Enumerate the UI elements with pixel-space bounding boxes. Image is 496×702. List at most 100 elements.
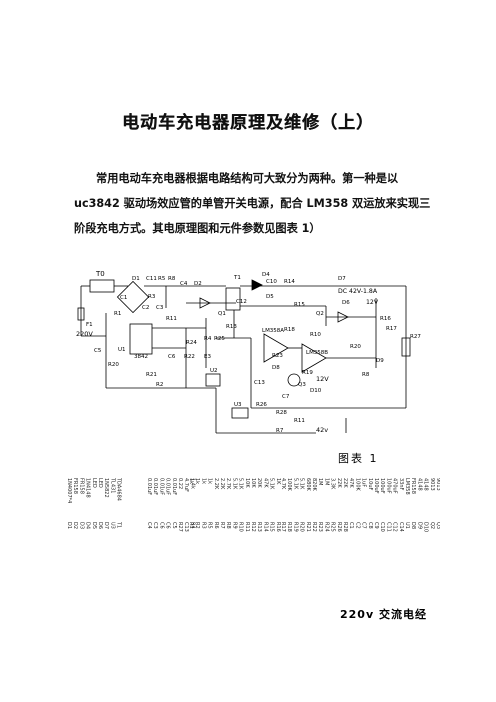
bom-rows-cell: 5.1K bbox=[299, 478, 305, 490]
bom-cols-cell: D9 bbox=[416, 522, 422, 529]
bom-rows-cell: 33nF bbox=[398, 478, 404, 491]
paragraph-line-1: 常用电动车充电器根据电路结构可大致分为两种。第一种是以 bbox=[96, 172, 399, 185]
bom-rows-cell: 1k bbox=[200, 478, 206, 484]
bom-rows-cell: 1k bbox=[188, 478, 194, 484]
bom-cols-cell: C4 bbox=[146, 522, 152, 529]
lbl-220v: 220V bbox=[76, 330, 93, 338]
lbl-r8b: R8 bbox=[362, 372, 370, 378]
bom-rows-cell: 2.7K bbox=[225, 478, 231, 490]
lbl-r17: R17 bbox=[386, 326, 397, 332]
bom-cols-cell: D10 bbox=[423, 522, 429, 532]
bom-cols-cell: R8 bbox=[225, 522, 231, 529]
bom-rows-cell: 1M bbox=[323, 478, 329, 486]
bom-cols-cell: D6 bbox=[97, 522, 103, 529]
lm358a-opamp bbox=[263, 333, 289, 363]
lm358b-opamp bbox=[301, 343, 327, 373]
lbl-c2: C2 bbox=[142, 305, 149, 311]
bom-rows-cell: 1k bbox=[194, 478, 200, 484]
bom-rows-cell: 0.01uF bbox=[158, 478, 164, 495]
bom-rows-cell: 100uF bbox=[385, 478, 391, 494]
bom-rows-cell: 100K bbox=[354, 478, 360, 492]
bom-rows-cell: 1K bbox=[275, 478, 281, 485]
lbl-c10: C10 bbox=[266, 279, 277, 285]
bom-cols-cell: R21 bbox=[305, 522, 311, 532]
lbl-e3: E3 bbox=[204, 354, 211, 360]
bridge-rectifier-d1 bbox=[116, 280, 150, 314]
lbl-u2: U2 bbox=[210, 368, 218, 374]
bom-rows-cell: 4.7uF bbox=[183, 478, 189, 492]
lbl-r14: R14 bbox=[284, 279, 295, 285]
bom-cols-cell: R5 bbox=[207, 522, 213, 529]
resistor-r27 bbox=[401, 337, 411, 357]
bom-rows-cell: 1k bbox=[207, 478, 213, 484]
lbl-q3: Q3 bbox=[298, 382, 306, 388]
bom-cols-cell: C13 bbox=[183, 522, 189, 532]
lbl-d4: D4 bbox=[262, 272, 270, 278]
figure-caption: 图表 1 bbox=[338, 452, 379, 465]
charger-schematic: T0 F1 220V D1 C1 C11 R5 R8 C4 D2 T1 D4 C… bbox=[76, 270, 421, 434]
bom-cols-cell: C5 bbox=[171, 522, 177, 529]
bom-rows-cell: TL431 bbox=[109, 478, 115, 493]
paragraph-line-3: 阶段充电方式。其电原理图和元件参数见图表 1） bbox=[74, 222, 321, 235]
bom-cols-cell: R24 bbox=[323, 522, 329, 532]
bom-cols-cell: R17 bbox=[280, 522, 286, 532]
bom-rows-cell: 100K bbox=[286, 478, 292, 492]
bom-cols-cell: C14 bbox=[398, 522, 404, 532]
lbl-c3: C3 bbox=[156, 305, 164, 311]
transformer-t1 bbox=[225, 287, 241, 311]
lbl-c7: C7 bbox=[282, 394, 290, 400]
lbl-r18: R18 bbox=[284, 327, 295, 333]
bom-cols-cell: R22 bbox=[311, 522, 317, 532]
lbl-u3: U3 bbox=[234, 402, 242, 408]
bom-rows-cell: 10uF bbox=[367, 478, 373, 491]
lbl-d6: D6 bbox=[342, 300, 350, 306]
lbl-f1: F1 bbox=[86, 322, 93, 328]
lbl-lm358a: LM358A bbox=[262, 328, 284, 334]
lbl-r11b: R11 bbox=[294, 418, 305, 424]
bom-cols-cell: Q2 bbox=[429, 522, 435, 529]
lbl-r11: R11 bbox=[166, 316, 177, 322]
bom-cols-cell: U3 bbox=[109, 522, 115, 529]
bom-cols-cell: C1 bbox=[348, 522, 354, 529]
bom-cols-cell: D8 bbox=[410, 522, 416, 529]
lbl-dc-output: DC 42V-1.8A bbox=[338, 288, 378, 295]
bom-cols-cell: R11 bbox=[244, 522, 250, 532]
bom-rows-cell: 0.22 bbox=[177, 478, 183, 489]
bom-cols-cell: R18 bbox=[286, 522, 292, 532]
bom-cols-cell: R13 bbox=[256, 522, 262, 532]
bom-cols-cell: R9 bbox=[231, 522, 237, 529]
transistor-q3 bbox=[287, 373, 301, 387]
bom-rows-cell: 20K bbox=[256, 478, 262, 488]
lbl-12v-top: 12V bbox=[366, 299, 379, 306]
bom-cols-cell: U1 bbox=[404, 522, 410, 529]
footer-text: 220v 交流电经 bbox=[340, 608, 427, 621]
lbl-r20b: R20 bbox=[108, 362, 119, 368]
lbl-r10: R10 bbox=[310, 332, 321, 338]
paragraph-line-2: uc3842 驱动场效应管的单管开关电源，配合 LM358 双运放来实现三 bbox=[74, 197, 431, 210]
bom-cols-cell: R20 bbox=[299, 522, 305, 532]
lbl-c4: C4 bbox=[180, 281, 188, 287]
bom-cols-cell: R28 bbox=[342, 522, 348, 532]
bom-rows-cell: 9013 bbox=[435, 478, 440, 491]
bom-cols-cell: Q3 bbox=[435, 522, 440, 529]
bom-rows-cell: 0.01uF bbox=[171, 478, 177, 495]
lbl-d9: D9 bbox=[376, 358, 384, 364]
bom-rows-cell: 1M bbox=[317, 478, 323, 486]
bom-rows-cell: LM358 bbox=[404, 478, 410, 495]
bom-rows-cell: 1N4007*4 bbox=[66, 478, 72, 503]
article-title: 电动车充电器原理及维修（上） bbox=[122, 113, 374, 133]
bom-cols-cell: D2 bbox=[72, 522, 78, 529]
bom-rows-cell: LED bbox=[91, 478, 97, 488]
lbl-r3: R3 bbox=[148, 294, 156, 300]
bom-cols-cell: R1 bbox=[188, 522, 194, 529]
lbl-r2: R2 bbox=[156, 382, 163, 388]
lbl-42v: 42v bbox=[316, 426, 328, 434]
bom-cols-cell: C10 bbox=[379, 522, 385, 532]
fuse-f1 bbox=[77, 307, 85, 321]
lbl-d7: D7 bbox=[338, 276, 346, 282]
lbl-12v-mid: 12V bbox=[316, 375, 329, 383]
bom-cols-cell: R14 bbox=[262, 522, 268, 532]
optocoupler-u2 bbox=[205, 373, 221, 387]
bom-cols-cell: R6 bbox=[213, 522, 219, 529]
lbl-r4: R4 bbox=[204, 336, 212, 342]
